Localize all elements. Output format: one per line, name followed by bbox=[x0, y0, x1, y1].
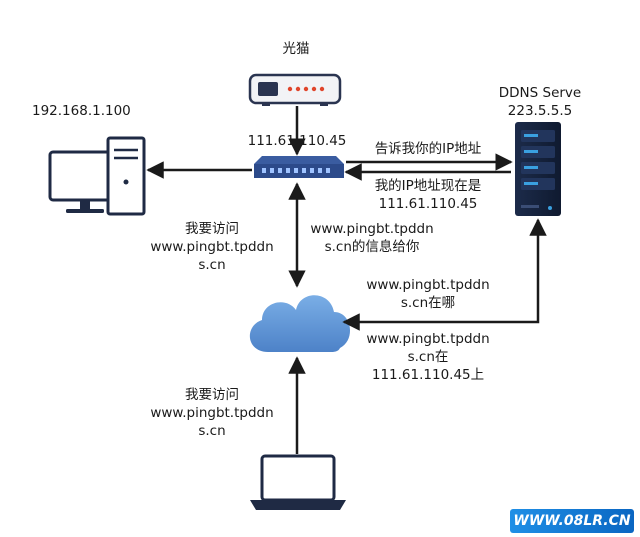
edge-label-where-line-2: s.cn在哪 bbox=[400, 295, 456, 311]
edge-label-location-line-1: www.pingbt.tpddn bbox=[366, 331, 490, 347]
edge-ddns-cloud bbox=[342, 218, 547, 331]
router-ip-label: 111.61.110.45 bbox=[247, 133, 347, 149]
edge-label-my-ip-line-2: 111.61.110.45 bbox=[378, 196, 478, 212]
edge-label-laptop-visit-line-3: s.cn bbox=[198, 423, 226, 439]
edge-label-location-line-2: s.cn在 bbox=[407, 349, 449, 365]
modem-label: 光猫 bbox=[282, 41, 310, 57]
desktop-computer-icon bbox=[48, 136, 146, 216]
edge-label-info-line-2: s.cn的信息给你 bbox=[324, 239, 420, 255]
edge-label-laptop-visit-line-1: 我要访问 bbox=[185, 387, 239, 403]
edge-label-location-line-3: 111.61.110.45上 bbox=[371, 367, 485, 383]
edge-label-where-line-1: www.pingbt.tpddn bbox=[366, 277, 490, 293]
edge-label-my-ip-line-1: 我的IP地址现在是 bbox=[374, 178, 482, 194]
edge-label-laptop-visit-line-2: www.pingbt.tpddn bbox=[150, 405, 274, 421]
ddns-server-ip-label: 223.5.5.5 bbox=[507, 103, 573, 119]
site-watermark: WWW.08LR.CN bbox=[510, 509, 634, 533]
modem-icon bbox=[248, 73, 342, 106]
edge-label-router-visit-line-3: s.cn bbox=[198, 257, 226, 273]
ddns-server-name-label: DDNS Serve bbox=[498, 85, 582, 101]
laptop-icon bbox=[250, 454, 346, 510]
edge-label-info-line-1: www.pingbt.tpddn bbox=[310, 221, 434, 237]
ddns-server-icon bbox=[515, 122, 561, 216]
edge-label-router-visit-line-1: 我要访问 bbox=[185, 221, 239, 237]
internet-cloud-icon bbox=[249, 295, 351, 352]
edge-label-router-visit-line-2: www.pingbt.tpddn bbox=[150, 239, 274, 255]
router-icon bbox=[254, 156, 344, 178]
local-pc-ip-label: 192.168.1.100 bbox=[32, 103, 131, 119]
edge-label-tell-ip: 告诉我你的IP地址 bbox=[374, 141, 482, 157]
